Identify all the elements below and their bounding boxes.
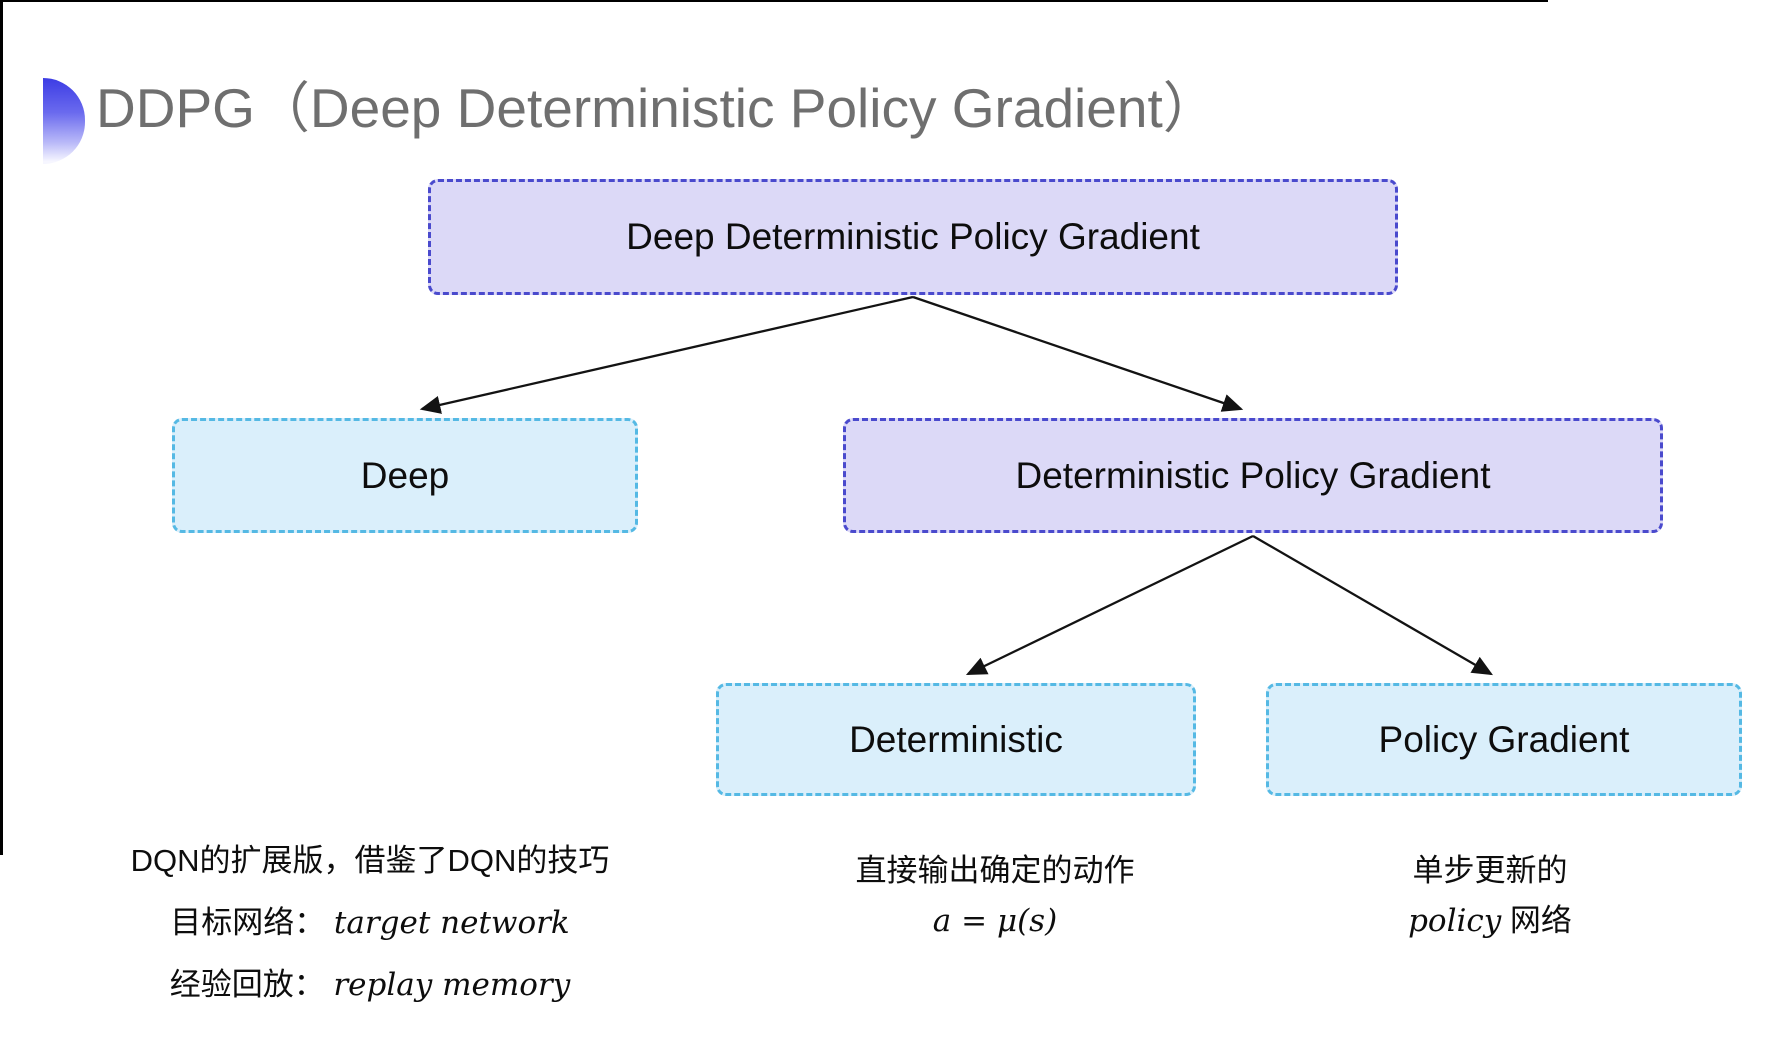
window-top-border bbox=[0, 0, 1548, 2]
note-deep-line3-value: replay memory bbox=[333, 967, 571, 1003]
note-policy-gradient: 单步更新的 policy 网络 bbox=[1280, 846, 1700, 946]
node-label: Policy Gradient bbox=[1378, 718, 1630, 760]
node-deterministic-policy-gradient: Deterministic Policy Gradient bbox=[843, 418, 1663, 533]
note-deep-line3-label: 经验回放： bbox=[169, 967, 325, 1002]
note-deep-line3: 经验回放： replay memory bbox=[100, 954, 640, 1016]
note-policy-gradient-line2: policy 网络 bbox=[1280, 896, 1700, 946]
window-left-border bbox=[0, 0, 3, 855]
note-policy-gradient-line1: 单步更新的 bbox=[1412, 853, 1568, 888]
note-deep-line2-value: target network bbox=[333, 905, 570, 941]
note-policy-gradient-line2-italic: policy bbox=[1408, 903, 1502, 939]
node-label: Deterministic Policy Gradient bbox=[1015, 454, 1491, 496]
note-deterministic-line1: 直接输出确定的动作 bbox=[855, 853, 1135, 888]
note-deterministic: 直接输出确定的动作 a = μ(s) bbox=[755, 846, 1235, 946]
note-policy-gradient-line2-rest: 网络 bbox=[1509, 903, 1572, 938]
node-policy-gradient: Policy Gradient bbox=[1266, 683, 1742, 796]
half-circle-bullet-icon bbox=[43, 78, 85, 164]
note-deep-line2-label: 目标网络： bbox=[170, 905, 326, 940]
note-deterministic-formula: a = μ(s) bbox=[932, 903, 1058, 939]
note-deep-line2: 目标网络： target network bbox=[100, 892, 640, 954]
node-label: Deep bbox=[360, 454, 450, 496]
node-label: Deterministic bbox=[849, 718, 1063, 760]
note-deep-line1: DQN的扩展版，借鉴了DQN的技巧 bbox=[130, 843, 610, 878]
node-deep: Deep bbox=[172, 418, 638, 533]
node-deterministic: Deterministic bbox=[716, 683, 1196, 796]
node-deep-deterministic-policy-gradient: Deep Deterministic Policy Gradient bbox=[428, 179, 1398, 295]
page-title: DDPG（Deep Deterministic Policy Gradient） bbox=[96, 77, 1218, 139]
node-label: Deep Deterministic Policy Gradient bbox=[626, 216, 1200, 257]
note-deep: DQN的扩展版，借鉴了DQN的技巧 目标网络： target network 经… bbox=[100, 830, 640, 1016]
